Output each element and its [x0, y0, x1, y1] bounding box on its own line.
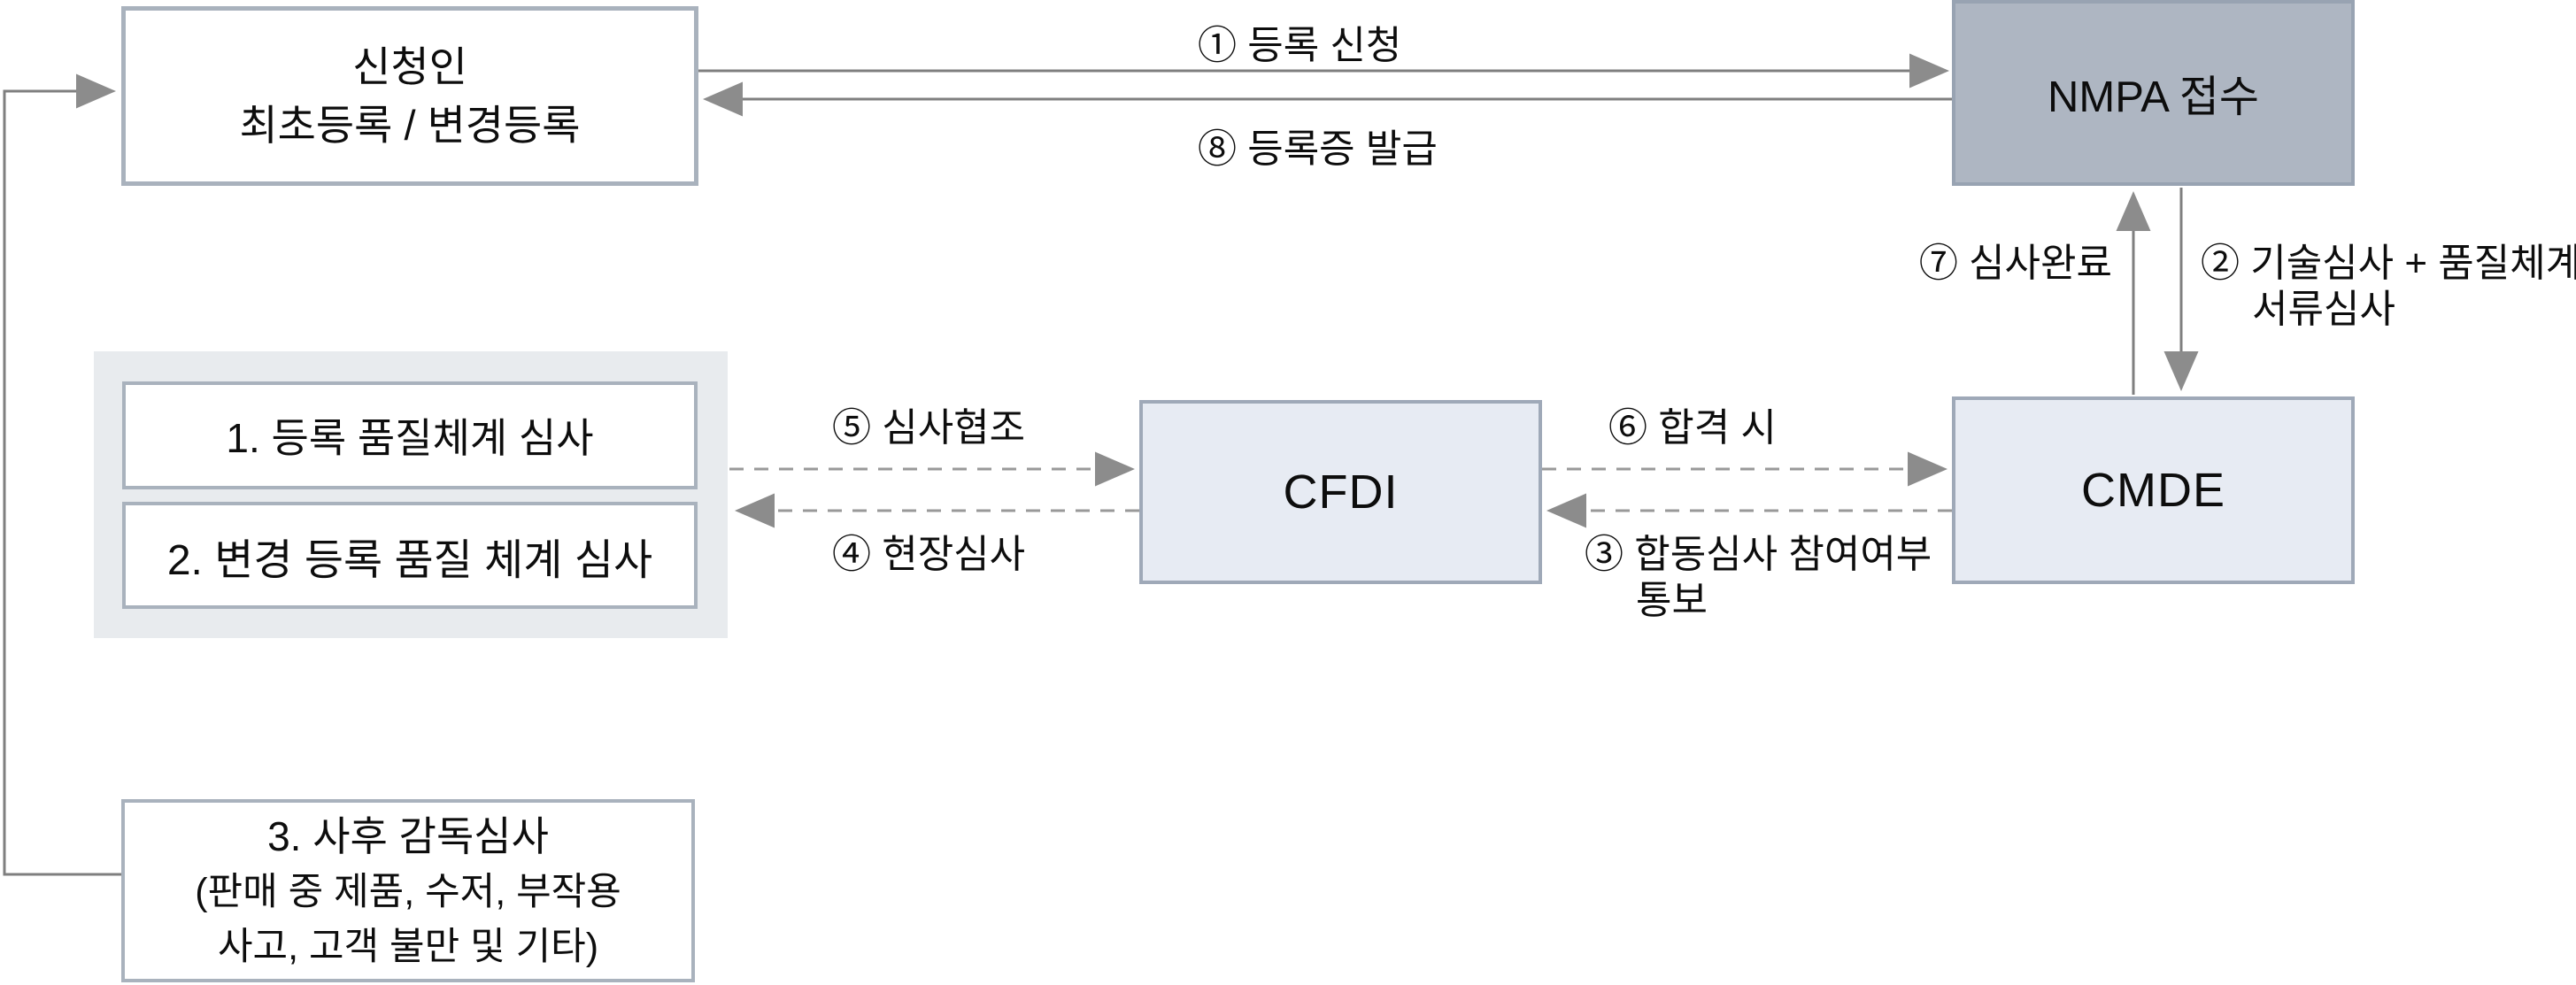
step3-label-line1: ③ 합동심사 참여여부 [1585, 533, 1932, 576]
audit3-title: 3. 사후 감독심사 [267, 812, 549, 859]
audit3-subtitle-line1: (판매 중 제품, 수저, 부작용 [195, 870, 621, 913]
applicant-box: 신청인 최초등록 / 변경등록 [121, 6, 698, 186]
audit2-box: 2. 변경 등록 품질 체계 심사 [122, 502, 698, 609]
step2-label: ② 기술심사 + 품질체계 서류심사 [2201, 241, 2576, 333]
step3-label: ③ 합동심사 참여여부 통보 [1585, 532, 1932, 624]
audit3-subtitle-line2: 사고, 고객 불만 및 기타) [217, 925, 599, 968]
step6-label: ⑥ 합격 시 [1608, 406, 1777, 450]
step7-label: ⑦ 심사완료 [1918, 242, 2112, 285]
feedback-loop-line [3, 73, 121, 876]
audit3-box: 3. 사후 감독심사 (판매 중 제품, 수저, 부작용 사고, 고객 불만 및… [121, 799, 695, 982]
audit1-label: 1. 등록 품질체계 심사 [226, 415, 594, 461]
step8-label: ⑧ 등록증 발급 [1198, 127, 1438, 171]
cfdi-label: CFDI [1283, 466, 1399, 519]
step2-label-line1: ② 기술심사 + 품질체계 [2201, 242, 2576, 285]
cmde-box: CMDE [1952, 396, 2355, 584]
cfdi-box: CFDI [1139, 400, 1542, 584]
step1-label: ① 등록 신청 [1198, 24, 1402, 67]
nmpa-label: NMPA 접수 [2047, 73, 2259, 121]
step4-label: ④ 현장심사 [832, 533, 1026, 576]
applicant-label-line1: 신청인 [352, 42, 467, 90]
step5-label: ⑤ 심사협조 [832, 406, 1026, 450]
step3-label-line2: 통보 [1636, 579, 1708, 622]
audit1-box: 1. 등록 품질체계 심사 [122, 381, 698, 489]
cmde-label: CMDE [2081, 464, 2225, 517]
nmpa-box: NMPA 접수 [1952, 0, 2355, 186]
audit2-label: 2. 변경 등록 품질 체계 심사 [166, 536, 653, 584]
applicant-label-line2: 최초등록 / 변경등록 [239, 101, 581, 149]
step2-label-line2: 서류심사 [2252, 288, 2395, 331]
